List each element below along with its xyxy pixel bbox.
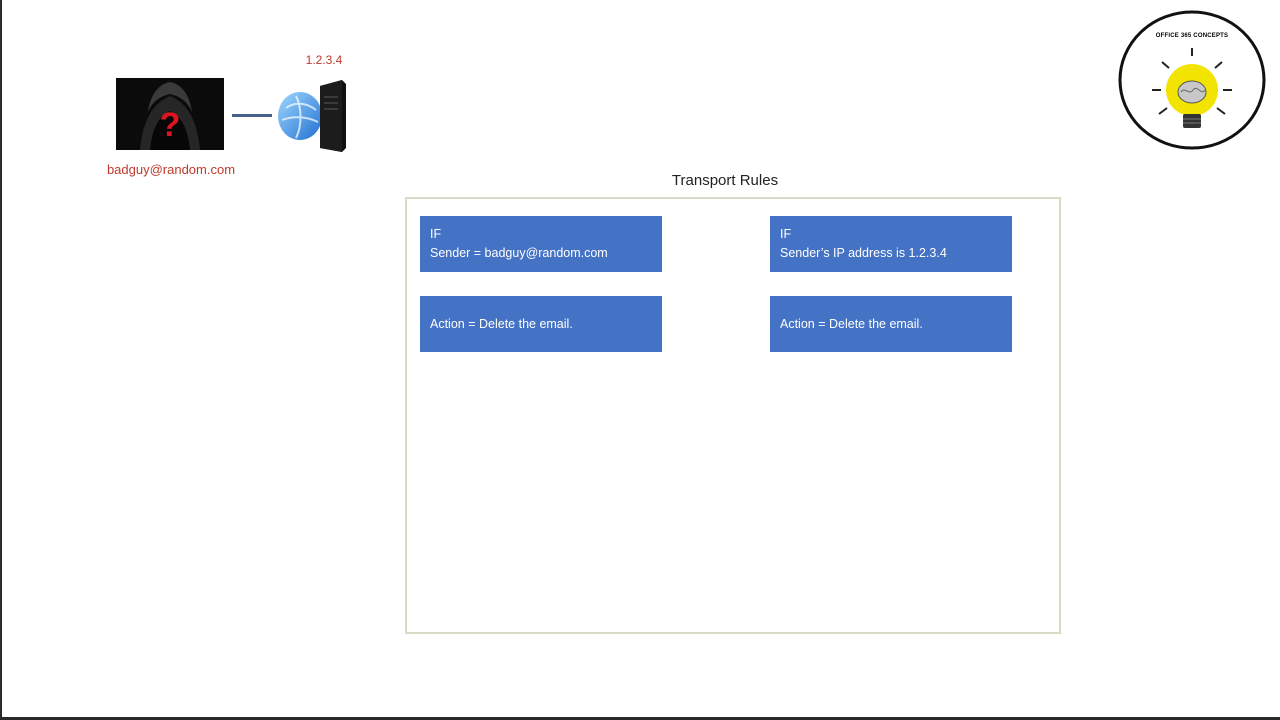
connector-line bbox=[232, 114, 272, 117]
hooded-hacker-icon: ? bbox=[116, 78, 224, 150]
rule1-action-text: Action = Delete the email. bbox=[430, 316, 573, 331]
rule2-if-label: IF bbox=[780, 227, 792, 241]
rule2-condition-box: IF Sender’s IP address is 1.2.3.4 bbox=[770, 216, 1012, 272]
mail-server-icon bbox=[276, 76, 350, 156]
frame-edge-left bbox=[0, 0, 2, 720]
logo-text: OFFICE 365 CONCEPTS bbox=[1155, 33, 1229, 39]
rule2-condition-text: Sender’s IP address is 1.2.3.4 bbox=[780, 246, 947, 260]
lightbulb-brain-icon bbox=[1117, 10, 1267, 150]
server-ip-label: 1.2.3.4 bbox=[305, 53, 343, 67]
rule1-condition-box: IF Sender = badguy@random.com bbox=[420, 216, 662, 272]
rule1-condition-text: Sender = badguy@random.com bbox=[430, 246, 608, 260]
frame-edge-bottom bbox=[0, 717, 1280, 720]
transport-rules-title: Transport Rules bbox=[671, 172, 779, 189]
rule2-action-box: Action = Delete the email. bbox=[770, 296, 1012, 352]
sender-email-label: badguy@random.com bbox=[106, 162, 236, 177]
rule2-action-text: Action = Delete the email. bbox=[780, 316, 923, 331]
rule1-action-box: Action = Delete the email. bbox=[420, 296, 662, 352]
rule1-if-label: IF bbox=[430, 227, 442, 241]
svg-text:?: ? bbox=[160, 106, 181, 144]
